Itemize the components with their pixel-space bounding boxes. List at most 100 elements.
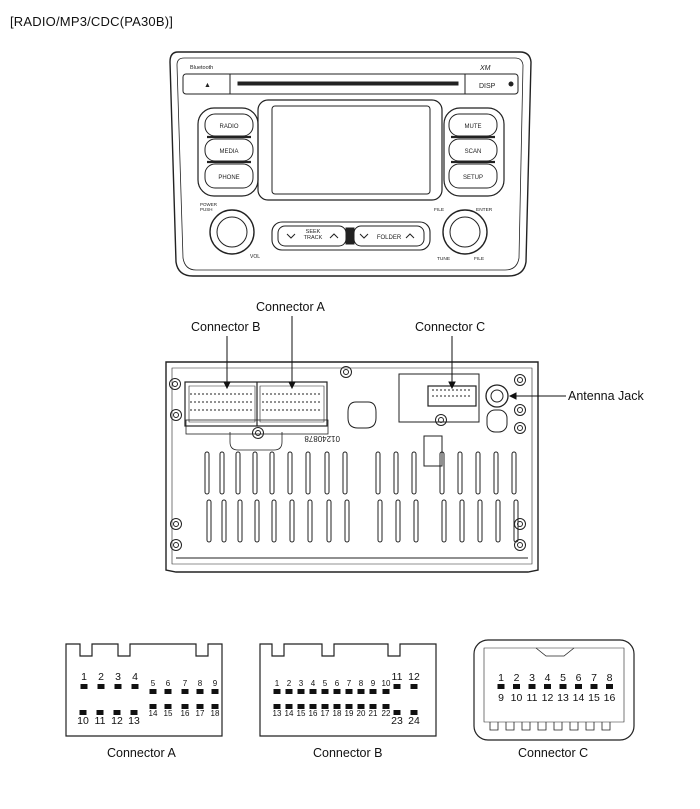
file-label: FILE [434, 207, 444, 213]
b-pin-3 [297, 689, 305, 694]
eject-icon[interactable]: ▲ [204, 82, 211, 89]
setup-button[interactable]: SETUP [463, 175, 483, 181]
b-pin-label-23: 23 [391, 715, 403, 727]
a-pin-label-9: 9 [213, 679, 218, 688]
a-pin-2 [97, 684, 105, 689]
c-pin-8 [606, 684, 613, 689]
a-pin-label-17: 17 [196, 709, 205, 718]
a-pin-16 [181, 704, 189, 709]
b-pin-8 [357, 689, 365, 694]
connector-b-caption: Connector B [313, 746, 383, 760]
vol-label: VOL [250, 254, 260, 260]
b-pin-2 [285, 689, 293, 694]
c-pin-label-9: 9 [498, 692, 504, 704]
b-pin-label-7: 7 [347, 679, 352, 688]
a-pin-label-8: 8 [198, 679, 203, 688]
c-pin-label-12: 12 [542, 692, 554, 704]
b-pin-7 [345, 689, 353, 694]
connector-c-outline [473, 639, 635, 741]
c-pin-label-7: 7 [591, 672, 597, 684]
rear-chassis [165, 361, 539, 573]
b-pin-label-15: 15 [297, 709, 306, 718]
c-pin-label-13: 13 [557, 692, 569, 704]
b-pin-label-3: 3 [299, 679, 304, 688]
bluetooth-label: Bluetooth [190, 65, 213, 71]
b-pin-label-2: 2 [287, 679, 292, 688]
mute-button[interactable]: MUTE [465, 124, 482, 130]
a-pin-1 [80, 684, 88, 689]
c-pin-label-6: 6 [576, 672, 582, 684]
disp-button[interactable]: DISP [479, 83, 496, 90]
scan-button[interactable]: SCAN [465, 149, 482, 155]
enter-label: ENTER [476, 207, 493, 213]
a-pin-5 [149, 689, 157, 694]
a-pin-6 [164, 689, 172, 694]
c-pin-1 [497, 684, 505, 689]
a-pin-label-6: 6 [166, 679, 171, 688]
callout-lines [223, 316, 566, 400]
radio-button[interactable]: RADIO [219, 124, 238, 130]
b-pin-label-4: 4 [311, 679, 316, 688]
b-pin-label-19: 19 [345, 709, 354, 718]
connector-b-callout: Connector B [191, 320, 261, 334]
a-pin-label-4: 4 [132, 671, 138, 683]
b-pin-11 [393, 684, 401, 689]
head-unit-front [169, 51, 532, 277]
c-pin-label-2: 2 [514, 672, 520, 684]
b-pin-label-10: 10 [382, 679, 391, 688]
b-pin-22 [382, 704, 390, 709]
a-pin-10 [79, 710, 87, 715]
b-pin-label-13: 13 [273, 709, 282, 718]
b-pin-6 [333, 689, 341, 694]
b-pin-label-14: 14 [285, 709, 294, 718]
b-pin-label-5: 5 [323, 679, 328, 688]
b-pin-20 [357, 704, 365, 709]
b-pin-15 [297, 704, 305, 709]
a-pin-label-2: 2 [98, 671, 104, 683]
connector-b-outline [259, 643, 437, 737]
b-pin-label-20: 20 [357, 709, 366, 718]
c-pin-5 [559, 684, 567, 689]
b-pin-13 [273, 704, 281, 709]
phone-button[interactable]: PHONE [218, 175, 239, 181]
a-pin-11 [96, 710, 104, 715]
b-pin-4 [309, 689, 317, 694]
a-pin-15 [164, 704, 172, 709]
folder-button[interactable]: FOLDER [377, 235, 402, 241]
b-pin-label-18: 18 [333, 709, 342, 718]
connector-c-caption: Connector C [518, 746, 589, 760]
chassis-label: 01240878 [304, 434, 340, 443]
a-pin-12 [113, 710, 121, 715]
a-pin-9 [211, 689, 219, 694]
a-pin-label-3: 3 [115, 671, 121, 683]
b-pin-label-11: 11 [392, 671, 403, 683]
media-button[interactable]: MEDIA [219, 149, 238, 155]
c-pin-label-5: 5 [560, 672, 566, 684]
a-pin-label-15: 15 [164, 709, 173, 718]
a-pin-label-13: 13 [128, 715, 140, 727]
b-pin-label-6: 6 [335, 679, 340, 688]
b-pin-label-12: 12 [408, 671, 420, 683]
c-pin-label-16: 16 [604, 692, 616, 704]
tune-label: TUNE [437, 256, 450, 262]
c-pin-label-8: 8 [607, 672, 613, 684]
a-pin-4 [131, 684, 139, 689]
c-pin-label-11: 11 [527, 692, 538, 704]
a-pin-17 [196, 704, 204, 709]
b-pin-23 [393, 710, 401, 715]
a-pin-7 [181, 689, 189, 694]
b-pin-label-21: 21 [369, 709, 378, 718]
c-pin-label-15: 15 [588, 692, 600, 704]
c-pin-7 [590, 684, 598, 689]
antenna-jack-callout: Antenna Jack [568, 389, 644, 403]
a-pin-label-18: 18 [211, 709, 220, 718]
b-pin-16 [309, 704, 317, 709]
b-pin-21 [369, 704, 377, 709]
a-pin-8 [196, 689, 204, 694]
b-pin-label-17: 17 [321, 709, 330, 718]
b-pin-24 [410, 710, 418, 715]
